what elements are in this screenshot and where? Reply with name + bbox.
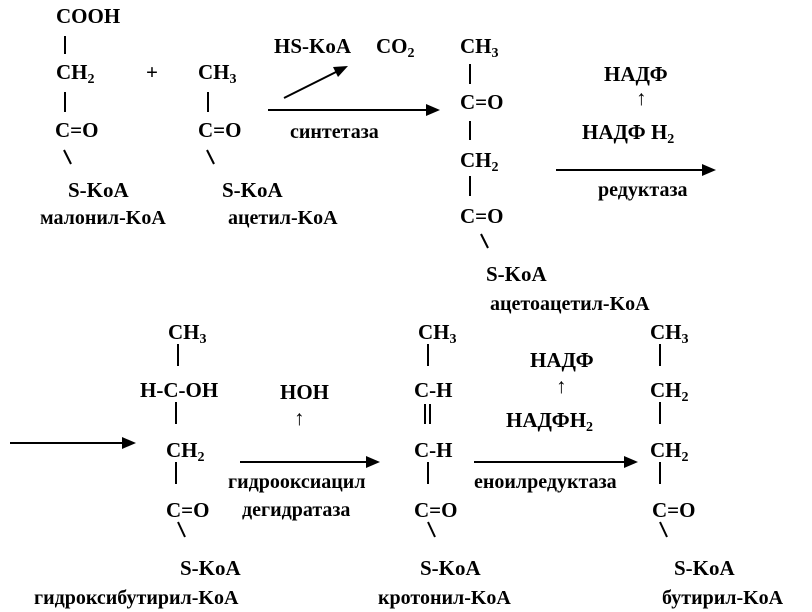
hydroxybutyryl-hcoh: H-C-OH [140,378,219,402]
acetoacetyl-ch3: CH3 [460,34,499,61]
arrow-step4 [474,456,638,468]
synthetase-label: синтетаза [290,121,379,143]
crotonyl-ch3: CH3 [418,320,457,347]
arrow-step1 [268,104,440,116]
acetyl-skoa: S-KoA [222,178,283,202]
malonyl-cooh: COOH [56,4,121,28]
acetoacetyl-ch2: CH2 [460,148,499,175]
arrow-step3 [240,456,380,468]
malonyl-ch2: CH2 [56,60,95,87]
crotonyl-ch-2: C-H [414,438,453,462]
nadph2-label: НАДФ H2 [582,120,675,147]
crotonyl-co: C=O [414,498,458,522]
nadp-label: НАДФ [530,348,594,372]
acetoacetyl-co1: C=O [460,90,504,114]
co2-label: CO2 [376,34,415,61]
hydroxybutyryl-co: C=O [166,498,210,522]
hs-koa-label: HS-KoA [274,34,352,58]
butyryl-ch2-b: CH2 [650,438,689,465]
butyryl-coa-name: бутирил-KoA [662,587,784,609]
malonyl-skoa: S-KoA [68,178,129,202]
butyryl-co: C=O [652,498,696,522]
bond-line [427,521,436,538]
hydroxybutyryl-ch3: CH3 [168,320,207,347]
malonyl-co: C=O [55,118,99,142]
bond-line [659,521,668,538]
acetyl-co: C=O [198,118,242,142]
butyryl-skoa: S-KoA [674,556,735,580]
hydroxybutyryl-coa-name: гидроксибутирил-KoA [34,587,239,609]
bond-line [63,149,72,165]
hoh-label: HOH [280,380,330,404]
butyryl-ch2-a: CH2 [650,378,689,405]
nadp-label: НАДФ [604,62,668,86]
enoylreductase-label: еноилредуктаза [474,471,617,493]
crotonyl-skoa: S-KoA [420,556,481,580]
up-arrow-icon: ↑ [294,406,305,430]
hydroxyacyl-label: гидрооксиацил [228,471,366,493]
malonyl-coa-name: малонил-KoA [40,207,166,229]
up-arrow-icon: ↑ [636,86,647,110]
crotonyl-coa-name: кротонил-KoA [378,587,511,609]
nadph2-label: НАДФH2 [506,408,594,435]
dehydratase-label: дегидратаза [242,499,351,521]
acetyl-coa-name: ацетил-KoA [228,207,338,229]
butyryl-ch3: CH3 [650,320,689,347]
arrow-co2-release [283,66,348,99]
hydroxybutyryl-skoa: S-KoA [180,556,241,580]
acetoacetyl-skoa: S-KoA [486,262,547,286]
acetoacetyl-coa-name: ацетоацетил-KoA [490,293,650,315]
bond-line [177,521,186,538]
plus-sign: + [146,60,158,84]
bond-line [480,233,489,249]
acetyl-ch3: CH3 [198,60,237,87]
arrow-step2 [556,164,716,176]
up-arrow-icon: ↑ [556,374,567,398]
reductase-label: редуктаза [598,179,688,201]
hydroxybutyryl-ch2: CH2 [166,438,205,465]
acetoacetyl-co2: C=O [460,204,504,228]
arrow-continuation [10,437,136,449]
bond-line [206,149,215,165]
crotonyl-ch-1: C-H [414,378,453,402]
